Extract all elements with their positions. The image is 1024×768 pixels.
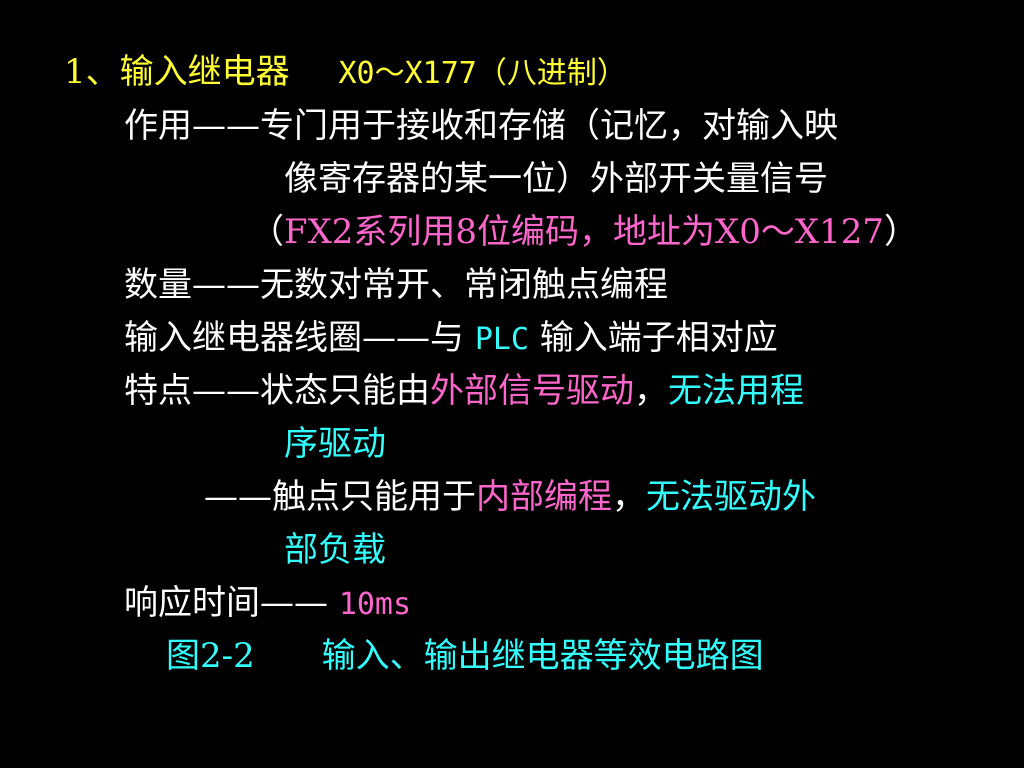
- coil-plc: PLC: [474, 322, 529, 357]
- figure-caption: 图2-2 输入、输出继电器等效电路图: [166, 636, 764, 676]
- heading-range: X0～X177（八进制）: [338, 56, 627, 91]
- feature2-highlight: 内部编程: [476, 477, 612, 517]
- feature1-cyan-b: 序驱动: [284, 424, 386, 464]
- feature2-comma: ，: [612, 477, 646, 517]
- response-line: 响应时间—— 10ms: [124, 583, 411, 623]
- response-label: 响应时间——: [124, 583, 339, 623]
- figure-caption-text: 输入、输出继电器等效电路图: [321, 636, 764, 676]
- quantity-line: 数量——无数对常开、常闭触点编程: [124, 265, 668, 305]
- feature1-comma: ，: [634, 371, 668, 411]
- heading-prefix: 1、输入继电器: [64, 52, 290, 92]
- figure-number: 图2-2: [166, 636, 255, 676]
- note-close-paren: ）: [884, 212, 918, 252]
- feature2-line: ——触点只能用于内部编程，无法驱动外: [204, 477, 816, 517]
- feature1-highlight: 外部信号驱动: [430, 371, 634, 411]
- feature1-label: 特点——状态只能由: [124, 371, 430, 411]
- response-value: 10ms: [338, 587, 412, 622]
- feature2-cyan-b: 部负载: [284, 530, 386, 570]
- feature2-cyan-a: 无法驱动外: [646, 477, 816, 517]
- function-line-2: 像寄存器的某一位）外部开关量信号: [284, 159, 828, 199]
- coil-text-after: 输入端子相对应: [529, 318, 778, 358]
- note-text: FX2系列用8位编码，地址为X0～X127: [284, 212, 884, 252]
- feature1-line: 特点——状态只能由外部信号驱动，无法用程: [124, 371, 804, 411]
- function-line-1: 作用——专门用于接收和存储（记忆，对输入映: [124, 106, 838, 146]
- feature1-cyan-a: 无法用程: [668, 371, 804, 411]
- fx2-note: （FX2系列用8位编码，地址为X0～X127）: [250, 212, 918, 252]
- coil-text-before: 输入继电器线圈——与: [124, 318, 475, 358]
- note-open-paren: （: [250, 212, 284, 252]
- coil-line: 输入继电器线圈——与 PLC 输入端子相对应: [124, 318, 778, 358]
- section-heading: 1、输入继电器 X0～X177（八进制）: [64, 52, 627, 92]
- feature2-label: ——触点只能用于: [204, 477, 476, 517]
